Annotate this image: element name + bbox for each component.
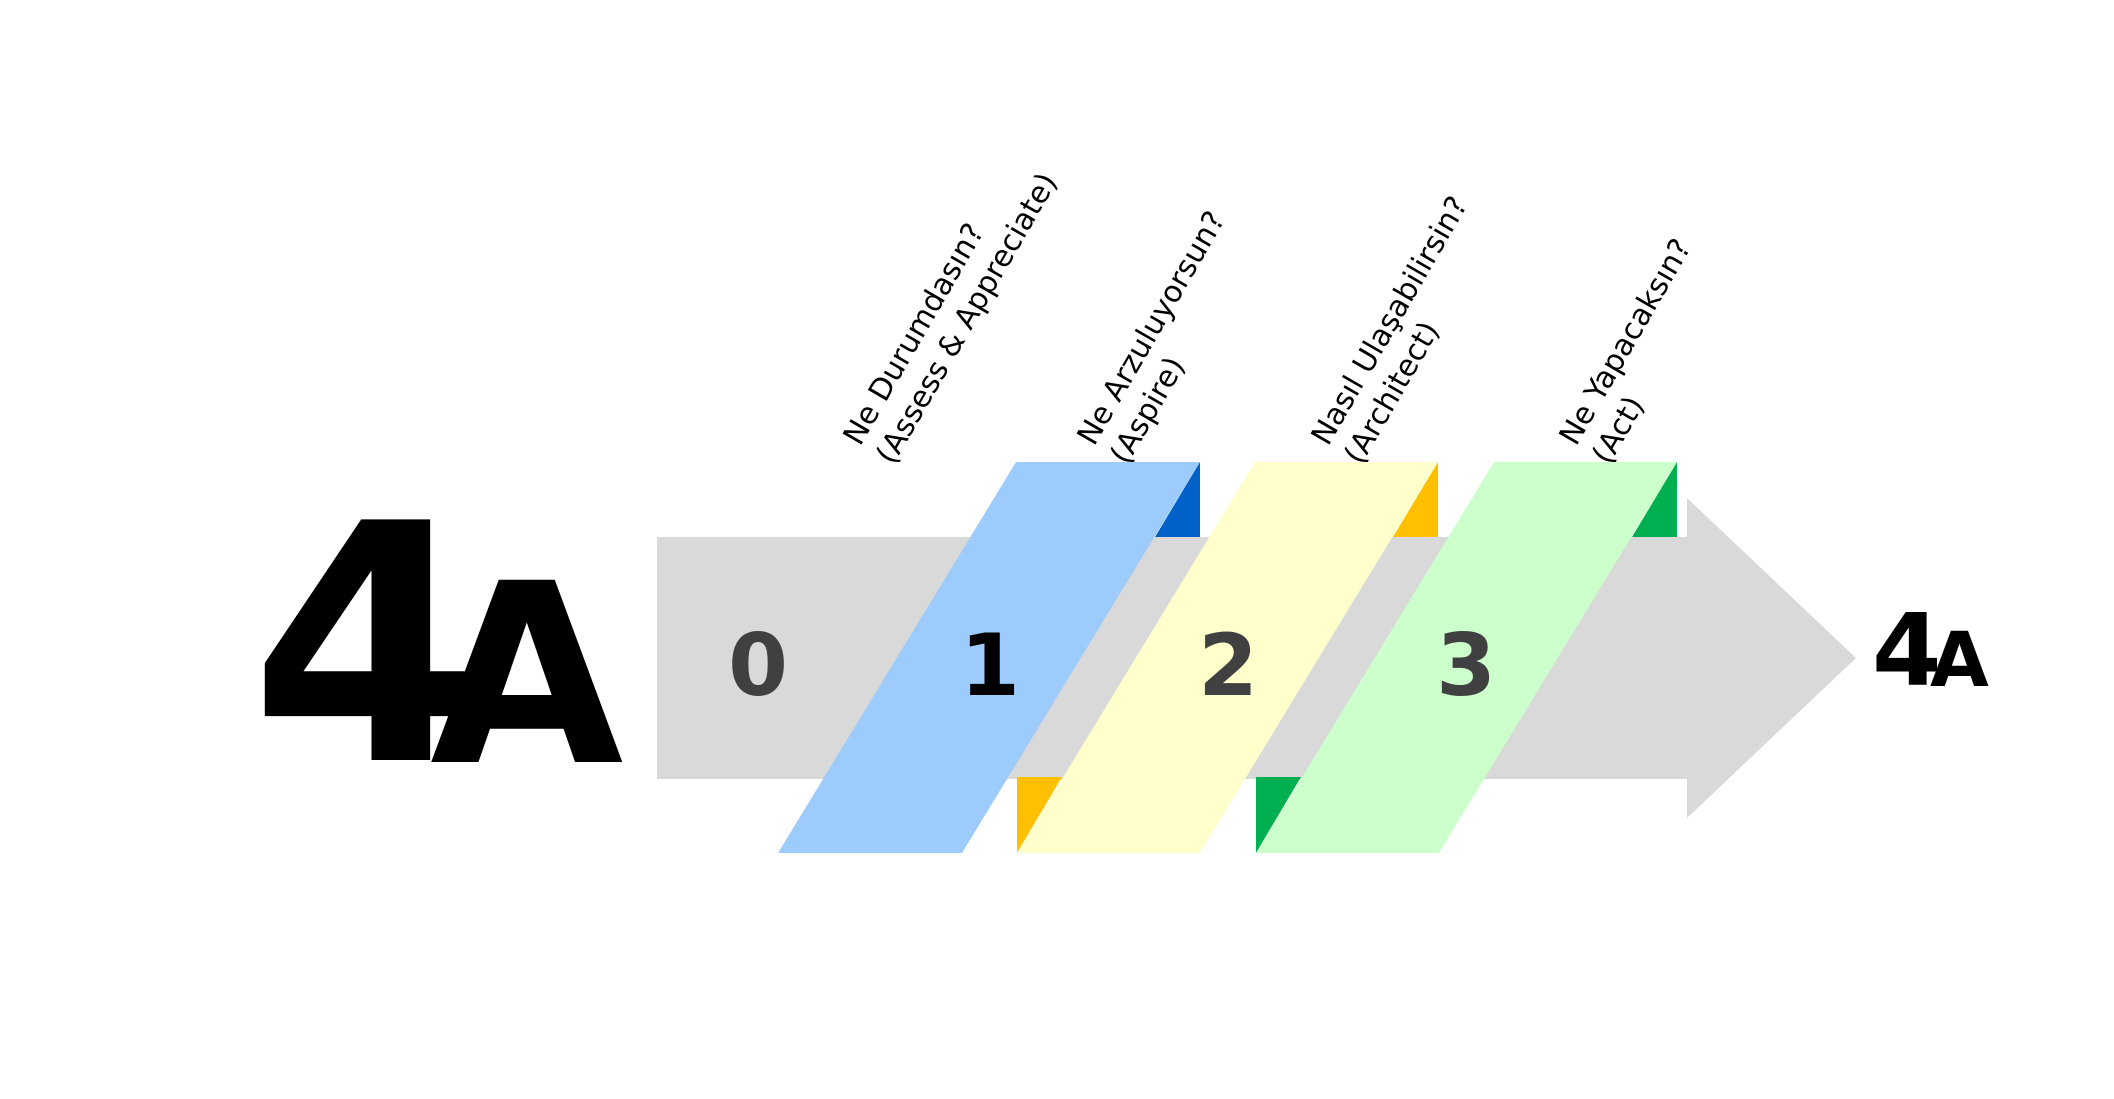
step-number-3: 3 [1436,616,1496,716]
question-label-1: Ne Arzuluyorsun? (Aspire) [1071,205,1233,470]
step-2-top-corner-triangle [1393,462,1438,537]
step-3-top-corner-triangle [1632,462,1677,537]
step-number-0: 0 [728,616,788,716]
step-1-band [778,462,1200,853]
question-label-0: Ne Durumdasın? (Assess & Appreciate) [837,167,1065,470]
logo-4a: 4 A [250,454,623,838]
end-logo-4a: 4 A [1872,592,1989,709]
end-logo-letter: A [1930,615,1989,704]
question-label-2: Nasıl Ulaşabilirsin? (Architect) [1305,190,1476,470]
question-0-line-2: (Assess & Appreciate) [870,167,1065,470]
step-2-bottom-corner-triangle [1256,777,1301,853]
step-number-2: 2 [1198,616,1258,716]
step-1-bottom-corner-triangle [1017,777,1062,853]
step-3-band [1256,462,1677,853]
step-2-band [1017,462,1438,853]
logo-number: 4 [250,454,480,838]
step-number-1: 1 [960,616,1020,716]
end-logo-number: 4 [1872,592,1942,709]
step-1-top-corner-triangle [1155,462,1200,537]
question-label-3: Ne Yapacaksın? (Act) [1553,233,1699,470]
logo-letter: A [430,530,623,821]
